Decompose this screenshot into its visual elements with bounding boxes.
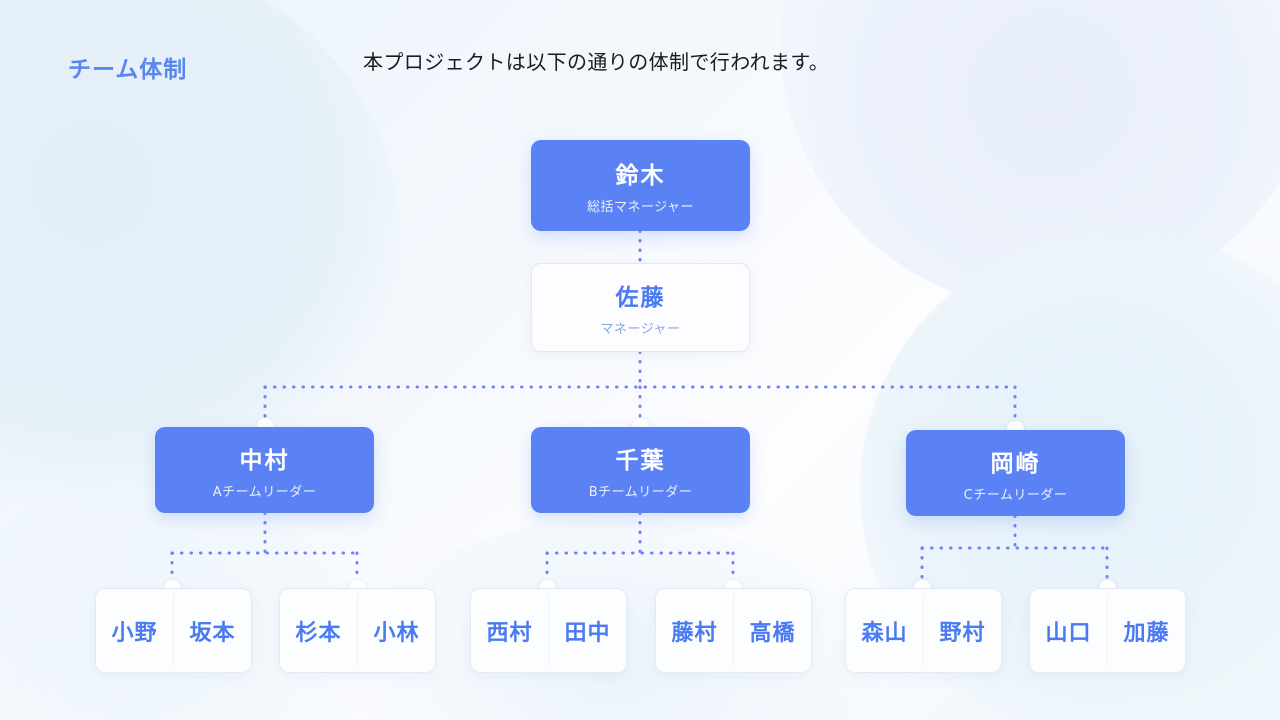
org-node-leader-b[interactable]: 千葉 Bチームリーダー <box>531 427 750 513</box>
member-divider <box>1107 595 1108 666</box>
member-name: 杉本 <box>295 620 342 646</box>
member-name: 田中 <box>564 620 611 646</box>
member-divider <box>548 595 549 666</box>
org-node-name: 鈴木 <box>615 163 666 189</box>
member-box-b2[interactable]: 藤村 高橋 <box>655 588 812 673</box>
member-box-a1[interactable]: 小野 坂本 <box>95 588 252 673</box>
member-divider <box>733 595 734 666</box>
member-name: 西村 <box>486 620 533 646</box>
member-name: 山口 <box>1045 620 1092 646</box>
member-name: 高橋 <box>749 620 796 646</box>
org-node-role: Aチームリーダー <box>212 484 317 500</box>
member-name: 森山 <box>861 620 908 646</box>
org-node-leader-c[interactable]: 岡崎 Cチームリーダー <box>906 430 1125 516</box>
member-box-c1[interactable]: 森山 野村 <box>845 588 1002 673</box>
org-node-role: Bチームリーダー <box>588 484 693 500</box>
member-name: 小林 <box>373 620 420 646</box>
member-name: 藤村 <box>671 620 718 646</box>
member-divider <box>923 595 924 666</box>
member-box-c2[interactable]: 山口 加藤 <box>1029 588 1186 673</box>
org-node-name: 佐藤 <box>615 285 666 311</box>
member-name: 加藤 <box>1123 620 1170 646</box>
org-node-name: 千葉 <box>615 447 666 474</box>
org-node-name: 岡崎 <box>990 450 1041 477</box>
member-box-b1[interactable]: 西村 田中 <box>470 588 627 673</box>
member-name: 坂本 <box>189 620 236 646</box>
page-subtitle: 本プロジェクトは以下の通りの体制で行われます。 <box>363 50 830 74</box>
member-box-a2[interactable]: 杉本 小林 <box>279 588 436 673</box>
org-node-manager[interactable]: 佐藤 マネージャー <box>531 263 750 352</box>
org-node-leader-a[interactable]: 中村 Aチームリーダー <box>155 427 374 513</box>
org-node-name: 中村 <box>239 447 290 474</box>
page-title: チーム体制 <box>68 57 188 83</box>
member-divider <box>173 595 174 666</box>
org-node-role: Cチームリーダー <box>963 487 1068 503</box>
org-node-role: 総括マネージャー <box>586 200 695 215</box>
member-name: 小野 <box>111 620 158 646</box>
member-name: 野村 <box>939 620 986 646</box>
org-node-role: マネージャー <box>600 322 681 337</box>
org-node-top-manager[interactable]: 鈴木 総括マネージャー <box>531 140 750 231</box>
member-divider <box>357 595 358 666</box>
